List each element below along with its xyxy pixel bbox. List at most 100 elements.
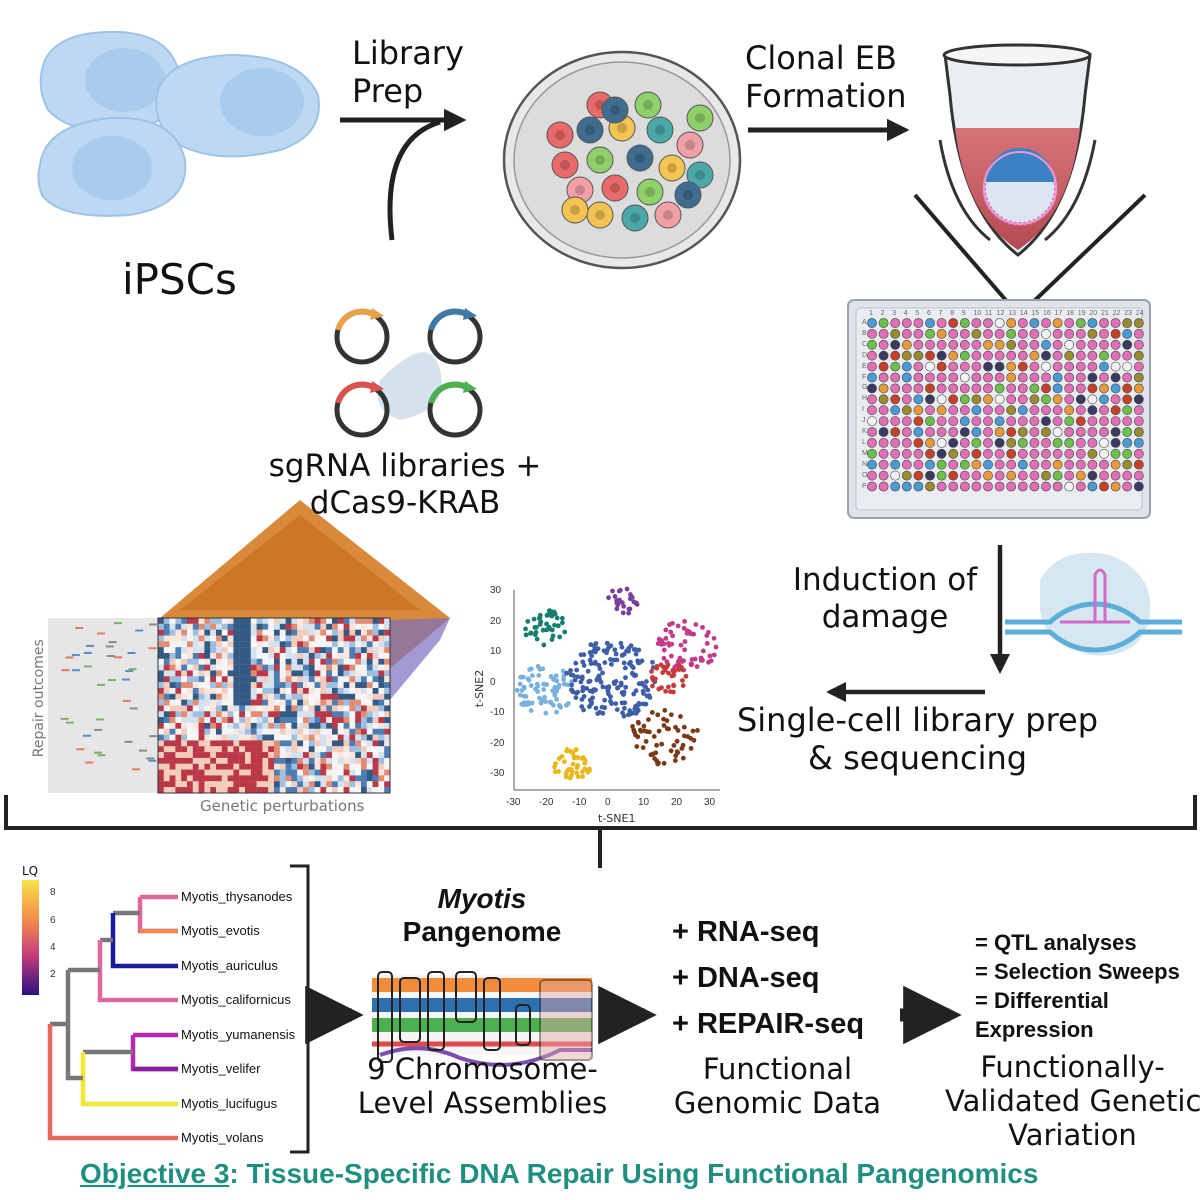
heatmap-cell [366, 635, 373, 642]
heatmap-cell [221, 618, 228, 624]
plate-well [971, 328, 982, 339]
dish-cell-nucleus [643, 100, 653, 110]
plate-well [901, 318, 912, 328]
heatmap-cell [314, 769, 321, 776]
tsne-point [646, 717, 651, 723]
tsne-point [626, 610, 632, 616]
dish-cell-nucleus [575, 185, 585, 195]
plate-col-label: 17 [1054, 310, 1063, 317]
plate-well [1087, 318, 1098, 328]
heatmap-cell [239, 652, 246, 659]
heatmap-cell [221, 641, 228, 648]
tsne-point [683, 673, 689, 679]
heatmap-cell [366, 664, 373, 671]
heatmap-cell [192, 775, 199, 782]
heatmap-cell [285, 687, 292, 694]
heatmap-cell [233, 670, 240, 677]
tsne-point [562, 629, 568, 635]
heatmap-cell [210, 641, 217, 648]
tsne-point [644, 693, 650, 699]
tsne-point [514, 687, 520, 693]
heatmap-cell [355, 641, 362, 648]
heatmap-cell [343, 705, 350, 712]
heatmap-cell [279, 722, 286, 729]
repair-outcome-mark [122, 699, 131, 702]
heatmap-cell [366, 687, 373, 694]
heatmap-cell [366, 781, 373, 788]
heatmap-cell [158, 757, 164, 764]
heatmap-cell [233, 746, 240, 753]
heatmap-cell [181, 752, 188, 758]
heatmap-cell [349, 705, 356, 712]
plate-well [1041, 459, 1051, 470]
heatmap-cell [158, 752, 164, 758]
heatmap-cell [163, 664, 170, 671]
heatmap-cell [279, 746, 286, 753]
heatmap-cell [181, 705, 188, 712]
plate-well [1017, 361, 1028, 372]
plate-well [867, 350, 877, 361]
plate-row-label: K [862, 428, 867, 435]
repair-outcome-mark [106, 655, 115, 658]
heatmap-cell [279, 711, 286, 718]
heatmap-cell [198, 693, 205, 700]
heatmap-cell [372, 623, 379, 630]
heatmap-cell [378, 623, 385, 630]
dish-cell [561, 196, 589, 224]
heatmap-cell [239, 647, 246, 654]
tsne-point [641, 691, 646, 696]
heatmap-cell [256, 746, 263, 753]
heatmap-cell [332, 763, 338, 770]
plate-well [901, 427, 912, 437]
heatmap-cell [216, 682, 222, 689]
heatmap-cell [163, 652, 170, 659]
heatmap-cell [355, 658, 362, 665]
plate-well [1029, 427, 1040, 437]
heatmap-cell [285, 658, 292, 665]
plate-well [983, 459, 993, 470]
plate-well [1110, 394, 1121, 405]
heatmap-cell [279, 757, 286, 764]
heatmap-cell [378, 670, 385, 677]
heatmap-cell [274, 641, 280, 648]
plate-well [1075, 350, 1086, 361]
dish-cell-nucleus [617, 123, 627, 133]
heatmap-cell [326, 693, 333, 700]
heatmap-cell [198, 670, 205, 677]
heatmap-cell [349, 687, 356, 694]
heatmap-cell [343, 728, 350, 735]
heatmap-cell [227, 699, 234, 706]
heatmap-cell [291, 717, 298, 724]
heatmap-cell [250, 699, 257, 706]
heatmap-cell [158, 728, 164, 735]
heatmap-cell [233, 618, 240, 624]
plate-col-label: 10 [973, 310, 982, 317]
heatmap-cell [326, 682, 333, 689]
tsne-point [602, 705, 608, 711]
tsne-point [561, 681, 567, 687]
heatmap-cell [245, 740, 251, 747]
heatmap-cell [216, 752, 222, 758]
heatmap-cell [181, 670, 188, 677]
heatmap-cell [192, 763, 199, 770]
heatmap-cell [343, 635, 350, 642]
plate-well [936, 328, 947, 339]
heatmap-cell [187, 787, 193, 793]
species-label: Myotis_evotis [181, 923, 260, 938]
plate-well [913, 383, 924, 394]
plate-well [994, 328, 1005, 339]
plate-well [1052, 427, 1063, 437]
plate-well [1133, 328, 1144, 339]
heatmap-cell [221, 676, 228, 683]
heatmap-cell [233, 717, 240, 724]
heatmap-cell [262, 781, 269, 788]
tsne-point [629, 663, 635, 669]
tsne-point [575, 774, 581, 780]
plate-well [948, 383, 959, 394]
heatmap-cell [239, 740, 246, 747]
heatmap-cell [181, 757, 188, 764]
heatmap-cell [233, 711, 240, 718]
plate-well [1087, 361, 1098, 372]
heatmap-cell [355, 757, 362, 764]
plate-well [1041, 318, 1051, 328]
